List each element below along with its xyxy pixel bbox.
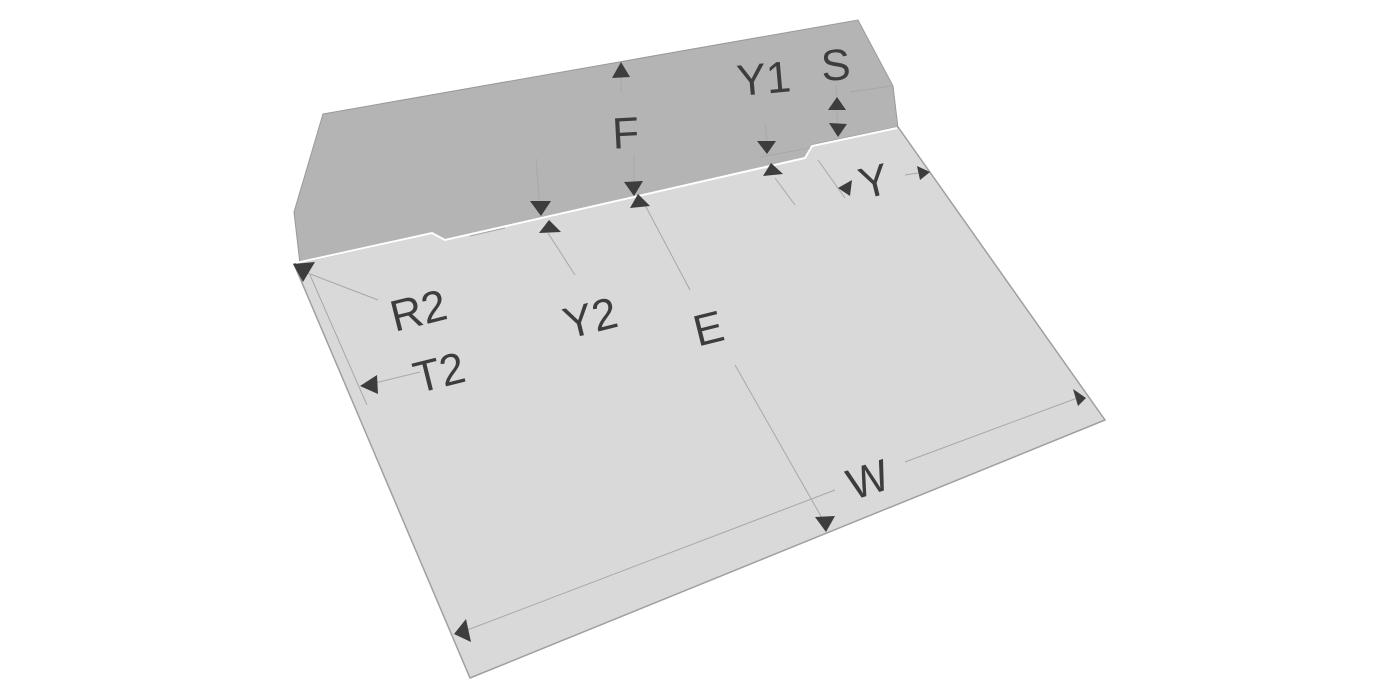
label-y1: Y1: [735, 52, 793, 106]
extension-lines: [304, 75, 1081, 633]
arrow-w-right: [1073, 389, 1086, 406]
fold-highlight: [295, 127, 898, 264]
arrow-s-up: [828, 97, 846, 110]
arrow-r2-corner: [293, 262, 315, 282]
arrow-y1-down: [757, 141, 776, 154]
arrow-f-top: [612, 62, 630, 78]
arrow-e-bottom: [815, 516, 835, 532]
arrow-f-bottom-down: [624, 181, 643, 196]
arrow-e-top-up: [630, 194, 650, 208]
arrow-y2-down: [530, 201, 551, 216]
arrow-y1-up: [763, 163, 783, 176]
arrowheads: [293, 62, 1086, 642]
arrow-y-right: [917, 166, 930, 180]
arrow-s-down: [829, 123, 847, 137]
arrow-y-left: [838, 180, 852, 196]
s-extension-line: [849, 85, 893, 93]
label-f: F: [611, 108, 640, 158]
arrow-w-left: [454, 619, 471, 642]
arrow-t2: [360, 375, 378, 394]
label-t2: T2: [408, 343, 470, 403]
label-s: S: [819, 40, 852, 91]
arrow-y2-up: [539, 220, 561, 233]
